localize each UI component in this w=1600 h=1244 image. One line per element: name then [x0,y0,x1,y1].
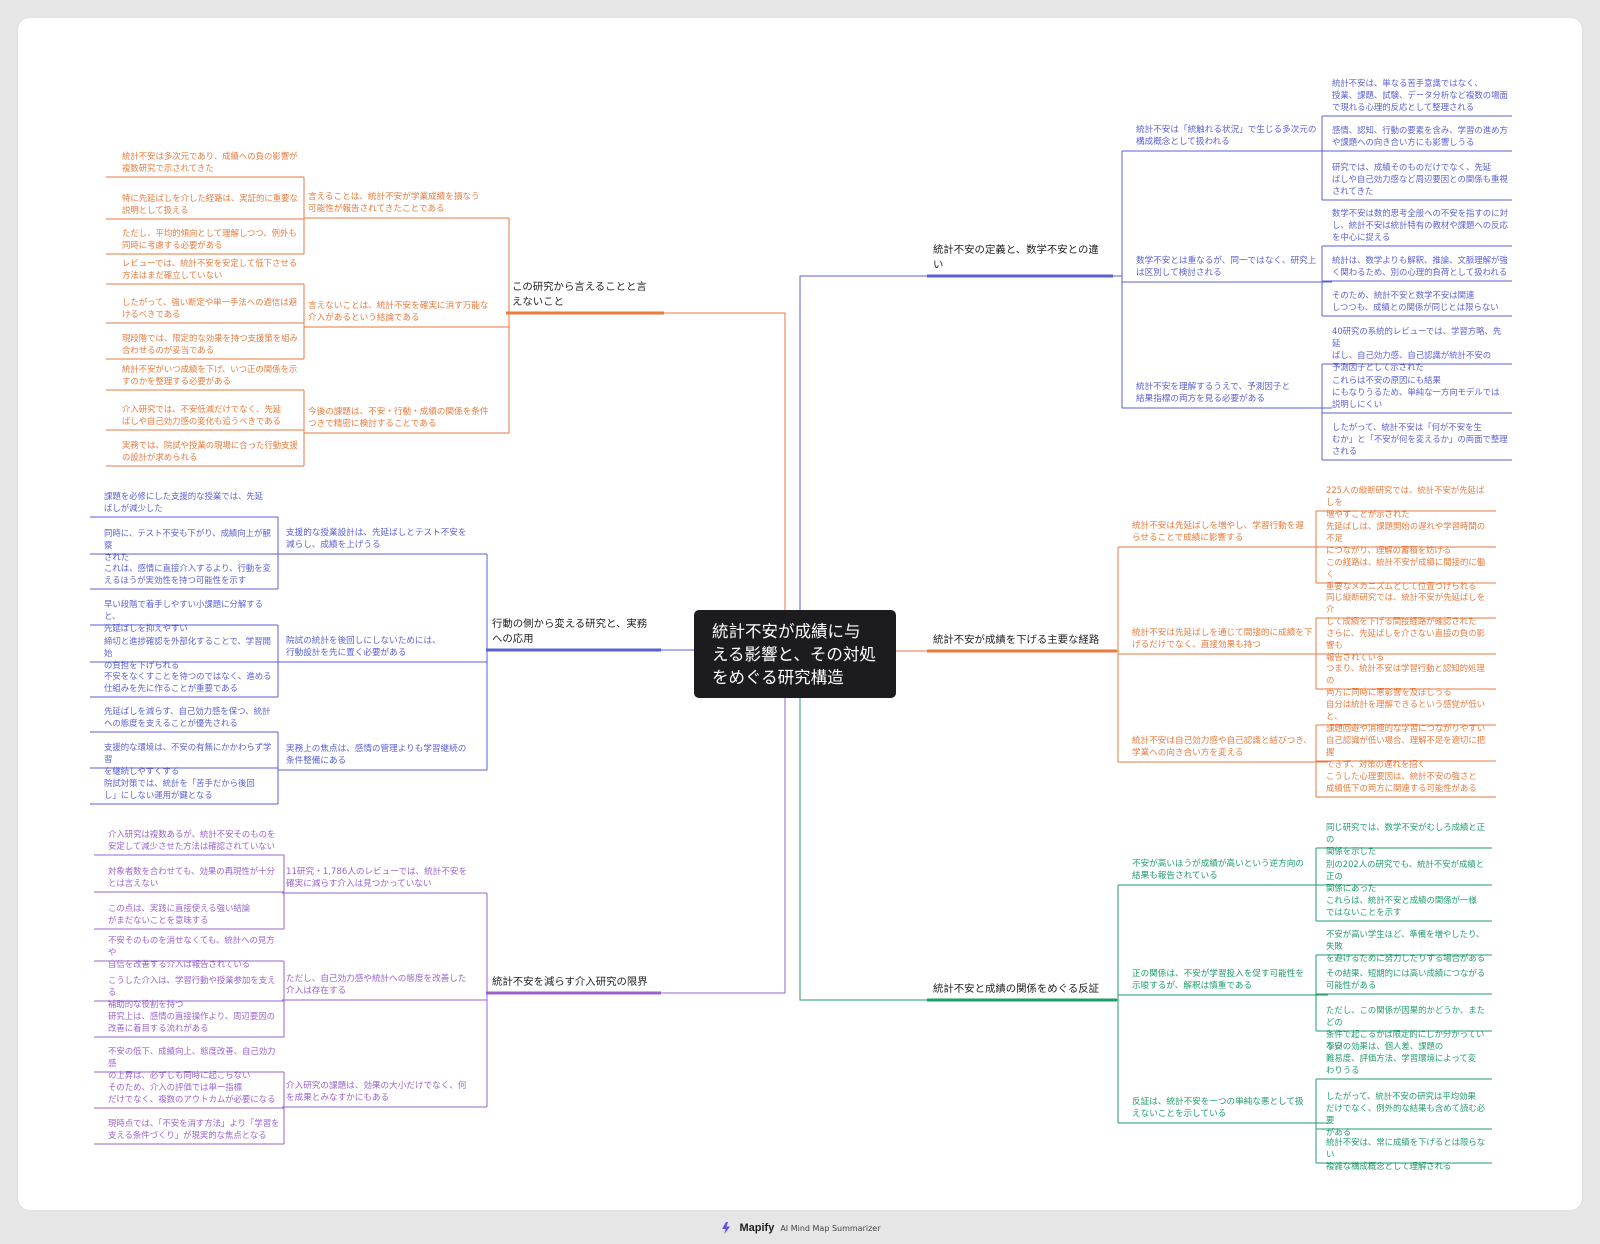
branch-4-subtopic-1[interactable]: 院試の統計を後回しにしないためには、 行動設計を先に置く必要がある [286,636,441,658]
branch-2-subtopic-2-leaf-0[interactable]: 不安の効果は、個人差、課題の 難易度、評価方法、学習環境によって変 わりうる [1326,1041,1477,1075]
branch-3-subtopic-2[interactable]: 今後の課題は、不安・行動・成績の関係を条件 つきで精密に検討することである [308,407,489,429]
branch-0-subtopic-0-leaf-2[interactable]: 研究では、成績そのものだけでなく、先延 ばしや自己効力感など周辺要因との関係も重… [1332,162,1508,196]
root-topic[interactable]: 統計不安が成績に与 える影響と、その対処 をめぐる研究構造 [694,610,896,698]
branch-5-subtopic-1-leaf-2[interactable]: 研究上は、感情の直接操作より、周辺要因の 改善に着目する流れがある [108,1011,275,1033]
branch-4-subtopic-1-leaf-1[interactable]: 締切と進捗確認を外部化することで、学習開始 の負担を下げられる [104,636,271,670]
branch-1-subtopic-2-leaf-0[interactable]: 自分は統計を理解できるという感覚が低いと、 課題回避や消極的な学習につながりやす… [1326,699,1486,733]
branch-1-subtopic-1-leaf-1[interactable]: さらに、先延ばしを介さない直接の負の影響も 報告されている [1326,628,1485,662]
footer-brand: Mapify [739,1222,775,1234]
branch-1-subtopic-2-leaf-1[interactable]: 自己認識が低い場合、理解不足を適切に把握 できず、対策の遅れを招く [1326,735,1486,769]
branch-2-subtopic-1-leaf-1[interactable]: その結果、短期的には高い成績につながる 可能性がある [1326,968,1486,990]
branch-4-subtopic-0[interactable]: 支援的な授業設計は、先延ばしとテスト不安を 減らし、成績を上げうる [286,528,467,550]
branch-3-subtopic-1-leaf-2[interactable]: 現段階では、限定的な効果を持つ支援策を組み 合わせるのが妥当である [122,333,298,355]
branch-5-subtopic-2-leaf-0[interactable]: 不安の低下、成績向上、態度改善、自己効力感 の上昇は、必ずしも同時に起こらない [108,1046,276,1080]
branch-0-subtopic-1-leaf-0[interactable]: 数学不安は数的思考全般への不安を指すのに対 し、統計不安は統計特有の教材や課題へ… [1332,208,1508,242]
branch-4-subtopic-2[interactable]: 実務上の焦点は、感情の管理よりも学習継続の 条件整備にある [286,744,467,766]
footer-tagline: AI Mind Map Summarizer [780,1223,881,1233]
branch-5-subtopic-2[interactable]: 介入研究の課題は、効果の大小だけでなく、何 を成果とみなすかにもある [286,1081,467,1103]
branch-0-trunk [799,275,927,653]
branch-2-subtopic-0-leaf-2[interactable]: これらは、統計不安と成績の関係が一様 ではないことを示す [1326,895,1477,917]
branch-2-subtopic-0-leaf-0[interactable]: 同じ研究では、数学不安がむしろ成績と正の 関係を示した [1326,822,1486,856]
branch-0-subtopic-1-leaf-2[interactable]: そのため、統計不安と数学不安は関連 しつつも、成績との関係が同じとは限らない [1332,290,1499,312]
branch-3-subtopic-0[interactable]: 言えることは、統計不安が学業成績を損なう 可能性が報告されてきたことである [308,192,480,214]
branch-4-subtopic-1-leaf-2[interactable]: 不安をなくすことを待つのではなく、進める 仕組みを先に作ることが重要である [104,671,272,693]
branch-2-subtopic-2[interactable]: 反証は、統計不安を一つの単純な悪として扱 えないことを示している [1132,1097,1304,1119]
branch-0-subtopic-2-leaf-2[interactable]: したがって、統計不安は「何が不安を生 むか」と「不安が何を変えるか」の両面で整理… [1332,422,1508,456]
branch-1-subtopic-0[interactable]: 統計不安は先延ばしを増やし、学習行動を遅 らせることで成績に影響する [1132,521,1304,543]
branch-3-topic[interactable]: この研究から言えることと言 えないこと [512,281,647,308]
branch-4-subtopic-2-leaf-2[interactable]: 院試対策では、統計を「苦手だから後回 し」にしない運用が鍵となる [104,778,255,800]
branch-0-subtopic-2-leaf-0[interactable]: 40研究の系統的レビューでは、学習方略、先延 ばし、自己効力感、自己認識が統計不… [1332,326,1502,372]
branch-1-subtopic-0-leaf-2[interactable]: この経路は、統計不安が成績に間接的に働く 重要なメカニズムとして位置づけられる [1326,557,1486,591]
branch-1-subtopic-1-leaf-2[interactable]: つまり、統計不安は学習行動と認知的処理の 両方に同時に悪影響を及ぼしうる [1326,663,1485,697]
branch-4-subtopic-2-leaf-0[interactable]: 先延ばしを減らす、自己効力感を保つ、統計 への態度を支えることが優先される [104,706,271,728]
branch-0-subtopic-2[interactable]: 統計不安を理解するうえで、予測因子と 結果指標の両方を見る必要がある [1136,382,1291,404]
footer: Mapify AI Mind Map Summarizer [0,1218,1600,1238]
branch-5-subtopic-0[interactable]: 11研究・1,786人のレビューでは、統計不安を 確実に減らす介入は見つかってい… [286,867,468,889]
branch-1-subtopic-2[interactable]: 統計不安は自己効力感や自己認識と結びつき、 学業への向き合い方を変える [1132,736,1312,758]
branch-4-subtopic-0-leaf-0[interactable]: 課題を必修にした支援的な授業では、先延 ばしが減少した [104,491,264,513]
branch-4-subtopic-2-leaf-1[interactable]: 支援的な環境は、不安の有無にかかわらず学習 を継続しやすくする [104,742,272,776]
branch-5-subtopic-1-leaf-0[interactable]: 不安そのものを消せなくても、統計への見方や 自信を改善する介入は報告されている [108,935,275,969]
branch-3-subtopic-1-leaf-0[interactable]: レビューでは、統計不安を安定して低下させる 方法はまだ確立していない [122,258,298,280]
branch-1-subtopic-1-leaf-0[interactable]: 同じ縦断研究では、統計不安が先延ばしを介 して成績を下げる間接経路が確認された [1326,592,1486,626]
branch-3-subtopic-2-leaf-0[interactable]: 統計不安がいつ成績を下げ、いつ正の関係を示 すのかを整理する必要がある [122,364,298,386]
branch-5-trunk [661,653,786,994]
branch-1-subtopic-1[interactable]: 統計不安は先延ばしを通じて間接的に成績を下 げるだけでなく、直接効果も持つ [1132,628,1313,650]
branch-1-subtopic-2-leaf-2[interactable]: こうした心理要因は、統計不安の強さと 成績低下の両方に関連する可能性がある [1326,771,1477,793]
branch-2-trunk [799,653,927,1001]
branch-2-subtopic-2-leaf-2[interactable]: 統計不安は、常に成績を下げるとは限らない 複雑な構成概念として理解される [1326,1137,1486,1171]
branch-2-topic[interactable]: 統計不安と成績の関係をめぐる反証 [933,983,1100,995]
branch-2-subtopic-1-leaf-2[interactable]: ただし、この関係が因果的かどうか、またどの 条件で起こるかは限定的にしか分かって… [1326,1005,1485,1051]
branch-4-topic[interactable]: 行動の側から変える研究と、実務 への応用 [492,618,648,645]
branch-5-subtopic-0-leaf-1[interactable]: 対象者数を合わせても、効果の再現性が十分 とは言えない [108,866,275,888]
branch-3-subtopic-1-leaf-1[interactable]: したがって、強い断定や単一手法への過信は避 けるべきである [122,297,298,319]
branch-0-topic[interactable]: 統計不安の定義と、数学不安との違 い [933,244,1099,271]
branch-4-subtopic-0-leaf-2[interactable]: これは、感情に直接介入するより、行動を変 えるほうが実効性を持つ可能性を示す [104,563,271,585]
branch-4-subtopic-1-leaf-0[interactable]: 早い段階で着手しやすい小課題に分解すると、 先延ばしを抑えやすい [104,599,264,633]
mapify-logo-icon [722,1222,731,1234]
branch-5-topic[interactable]: 統計不安を減らす介入研究の限界 [492,976,648,988]
branch-2-subtopic-1[interactable]: 正の関係は、不安が学習投入を促す可能性を 示唆するが、解釈は慎重である [1132,969,1304,991]
branch-4-subtopic-0-leaf-1[interactable]: 同時に、テスト不安も下がり、成績向上が観察 された [104,528,271,562]
branch-3-trunk [664,312,786,653]
branch-3-subtopic-0-leaf-0[interactable]: 統計不安は多次元であり、成績への負の影響が 複数研究で示されてきた [122,151,298,173]
branch-3-subtopic-1[interactable]: 言えないことは、統計不安を確実に消す万能な 介入があるという結論である [308,301,489,323]
branch-2-subtopic-0-leaf-1[interactable]: 別の202人の研究でも、統計不安が成績と正の 関係にあった [1326,859,1485,893]
branch-3-subtopic-2-leaf-2[interactable]: 実務では、院試や授業の現場に合った行動支援 の設計が求められる [122,440,298,462]
branch-0-subtopic-0[interactable]: 統計不安は「統触れる状況」で生じる多次元の 構成概念として扱われる [1136,125,1317,147]
branch-2-subtopic-1-leaf-0[interactable]: 不安が高い学生ほど、準備を増やしたり、失敗 を避けるために努力したりする場合があ… [1326,929,1486,963]
branch-1-subtopic-0-leaf-1[interactable]: 先延ばしは、課題開始の遅れや学習時間の不足 につながり、理解の蓄積を妨げる [1326,521,1486,555]
branch-5-subtopic-2-leaf-1[interactable]: そのため、介入の評価では単一指標 だけでなく、複数のアウトカムが必要になる [108,1082,276,1104]
branch-0-subtopic-2-leaf-1[interactable]: これらは不安の原因にも結果 にもなりうるため、単純な一方向モデルでは 説明しにく… [1332,375,1500,409]
branch-5-subtopic-1[interactable]: ただし、自己効力感や統計への態度を改善した 介入は存在する [286,974,467,996]
branch-5-subtopic-2-leaf-2[interactable]: 現時点では、「不安を消す方法」より「学習を 支える条件づくり」が現実的な焦点とな… [108,1118,280,1140]
branch-0-subtopic-1[interactable]: 数学不安とは重なるが、同一ではなく、研究上 は区別して検討される [1136,256,1317,278]
branch-1-subtopic-0-leaf-0[interactable]: 225人の縦断研究では、統計不安が先延ばしを 増やすことが示された [1326,485,1485,519]
branch-3-subtopic-2-leaf-1[interactable]: 介入研究では、不安低減だけでなく、先延 ばしや自己効力感の変化も追うべきである [122,404,282,426]
branch-3-subtopic-0-leaf-1[interactable]: 特に先延ばしを介した経路は、実証的に重要な 説明として扱える [122,193,298,215]
branch-5-subtopic-1-leaf-1[interactable]: こうした介入は、学習行動や授業参加を支える 補助的な役割を持つ [108,975,276,1009]
branch-5-subtopic-0-leaf-2[interactable]: この点は、実践に直接使える強い結論 がまだないことを意味する [108,903,251,925]
branch-2-subtopic-2-leaf-1[interactable]: したがって、統計不安の研究は平均効果 だけでなく、例外的な結果も含めて読む必要 … [1326,1091,1486,1137]
branch-3-subtopic-0-leaf-2[interactable]: ただし、平均的傾向として理解しつつ、例外も 同時に考慮する必要がある [122,228,297,250]
branch-0-subtopic-0-leaf-0[interactable]: 統計不安は、単なる苦手意識ではなく、 授業、課題、試験、データ分析など複数の場面… [1332,78,1508,112]
branch-0-subtopic-1-leaf-1[interactable]: 統計は、数学よりも解釈、推論、文脈理解が強 く関わるため、別の心理的負荷として扱… [1332,255,1508,277]
branch-2-subtopic-0[interactable]: 不安が高いほうが成績が高いという逆方向の 結果も報告されている [1132,859,1304,881]
branch-5-subtopic-0-leaf-0[interactable]: 介入研究は複数あるが、統計不安そのものを 安定して減少させた方法は確認されていな… [108,829,276,851]
branch-1-topic[interactable]: 統計不安が成績を下げる主要な経路 [933,634,1100,646]
branch-0-subtopic-0-leaf-1[interactable]: 感情、認知、行動の要素を含み、学習の進め方 や課題への向き合い方にも影響しうる [1332,125,1508,147]
